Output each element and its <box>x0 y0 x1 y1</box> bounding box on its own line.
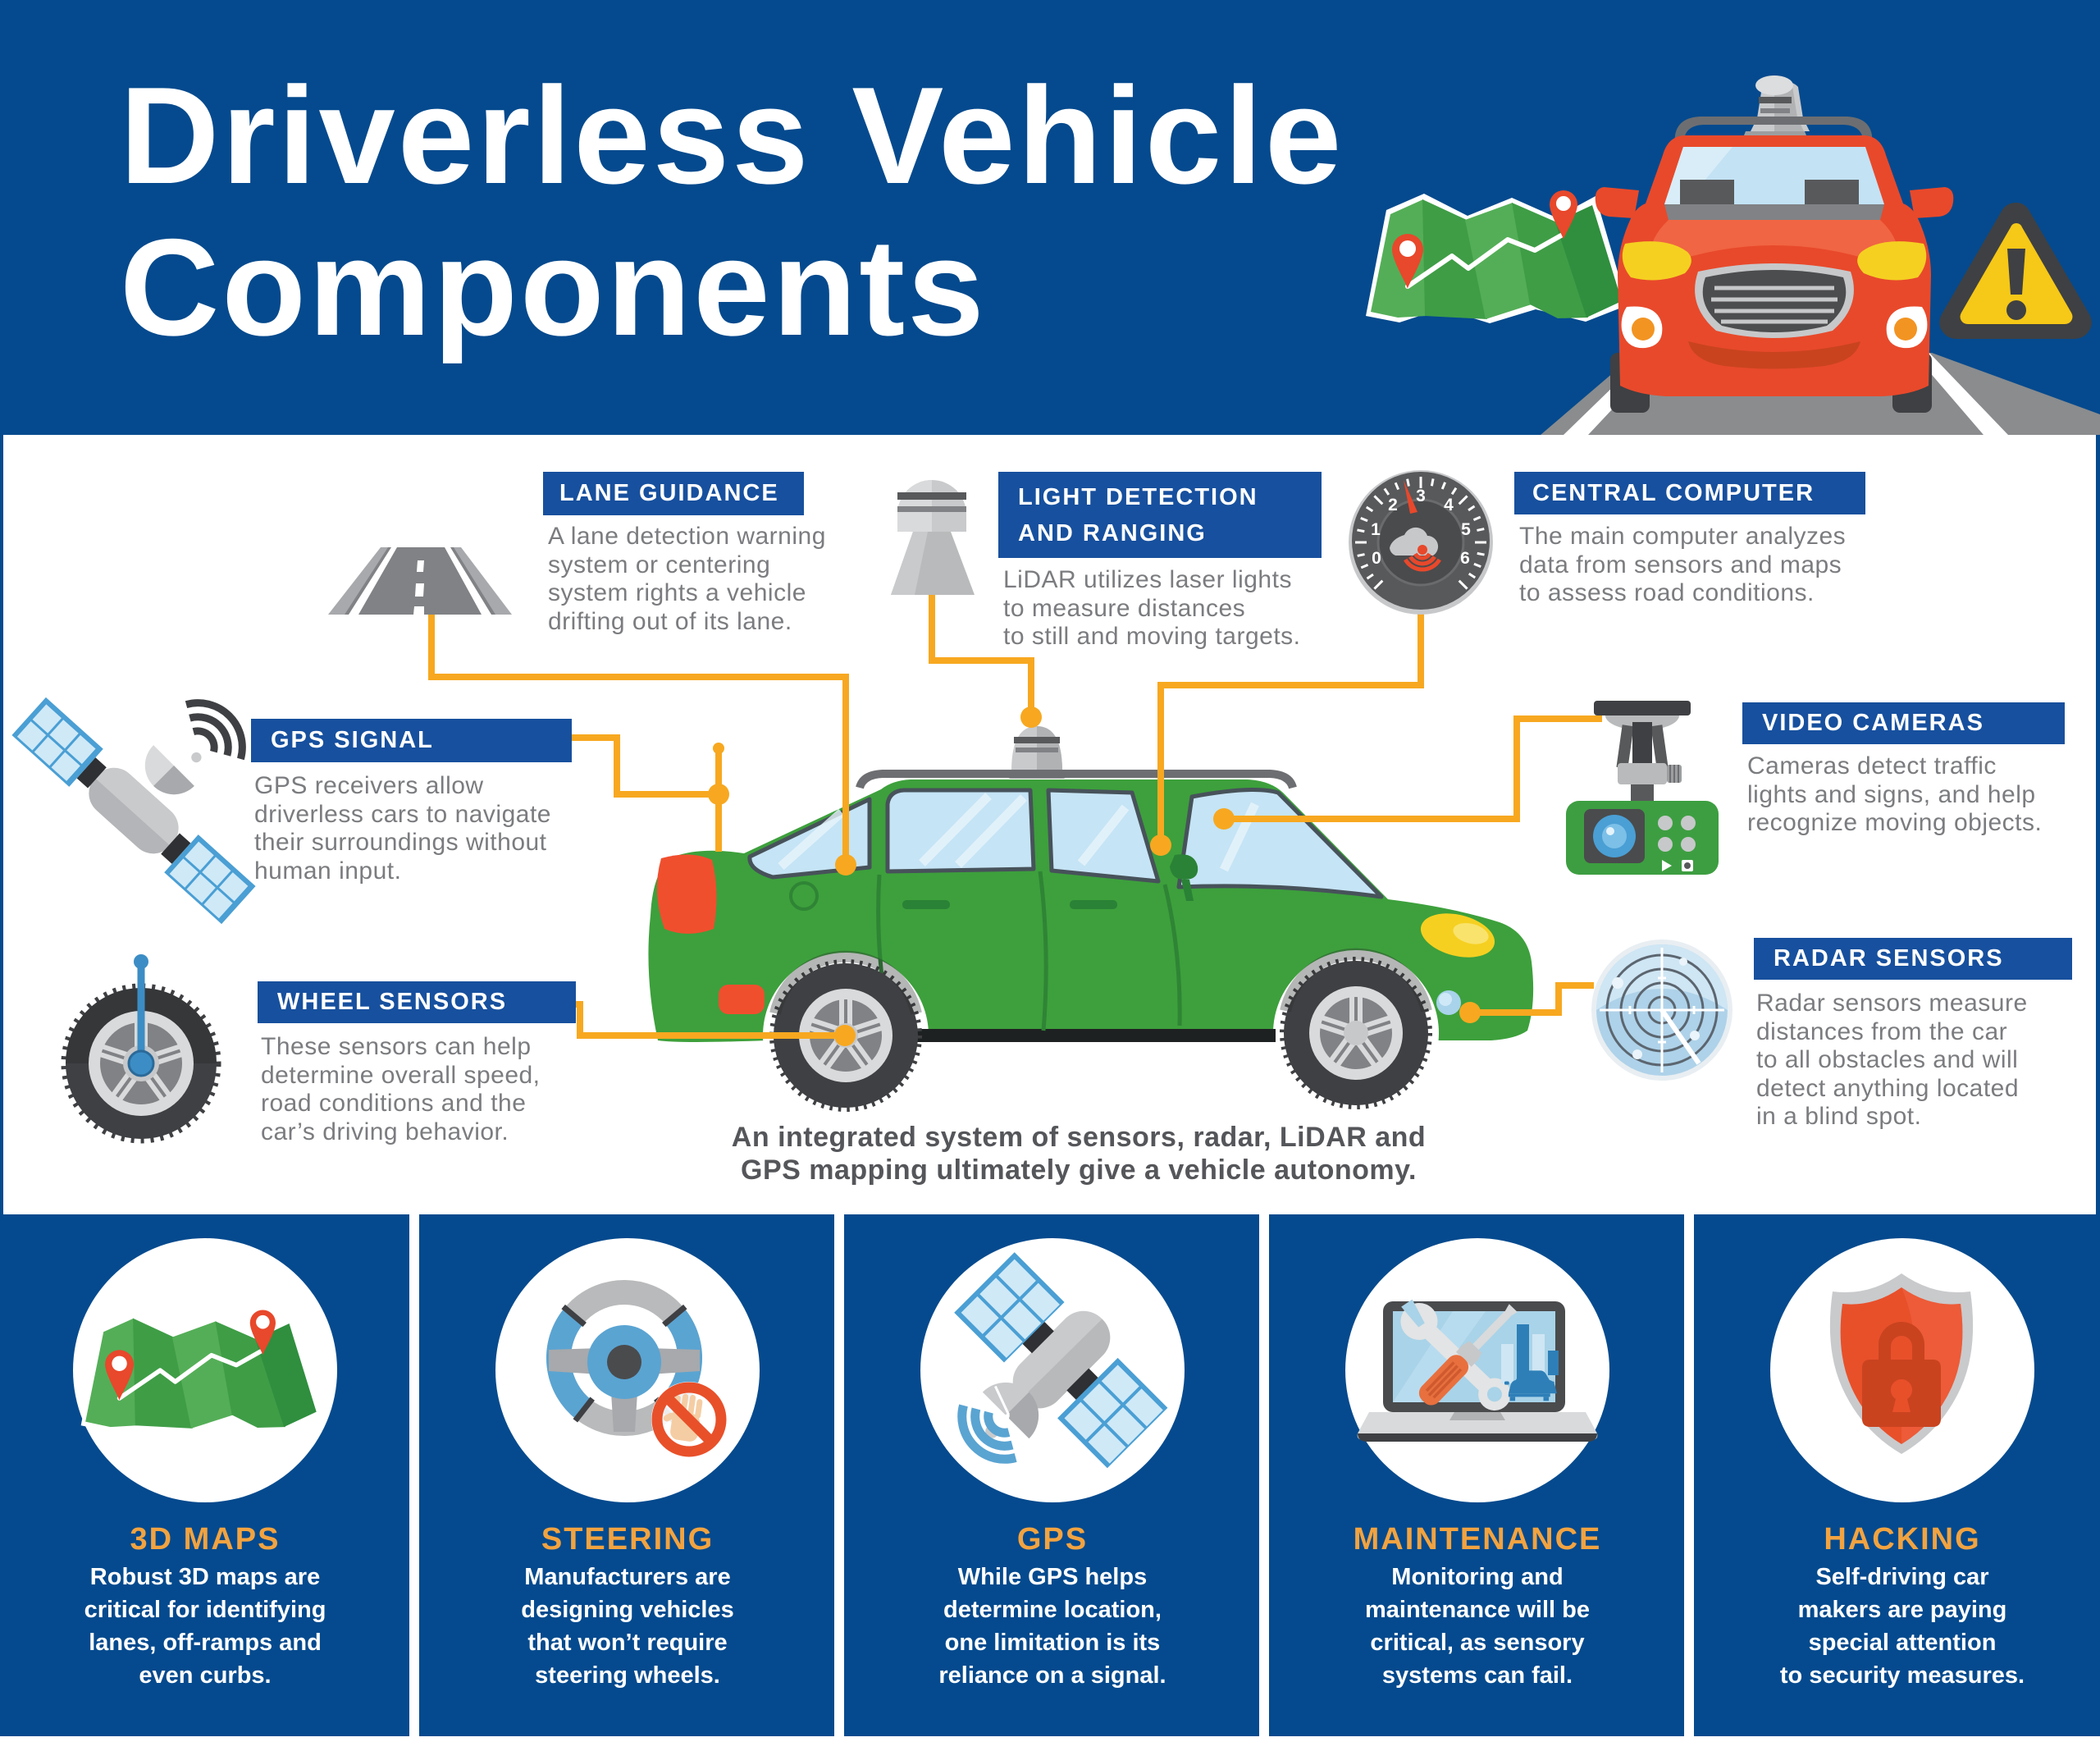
svg-text:4: 4 <box>1444 496 1454 514</box>
svg-text:5: 5 <box>1461 520 1471 539</box>
svg-text:1: 1 <box>1371 520 1381 539</box>
svg-text:3: 3 <box>1416 487 1426 505</box>
svg-text:0: 0 <box>1372 549 1381 568</box>
svg-text:6: 6 <box>1460 549 1470 568</box>
svg-text:2: 2 <box>1388 496 1398 514</box>
